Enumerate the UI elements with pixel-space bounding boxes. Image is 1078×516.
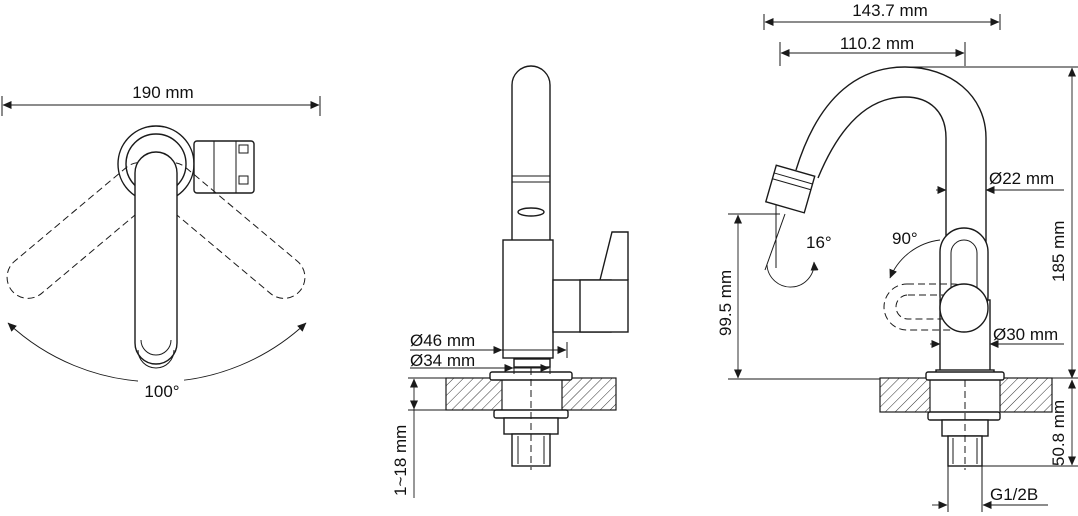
spout-height-label: 99.5 mm xyxy=(716,270,735,336)
top-width-label: 190 mm xyxy=(132,83,193,102)
spout-angle-arc xyxy=(766,261,819,288)
front-body xyxy=(502,239,554,359)
overall-reach-label: 143.7 mm xyxy=(852,1,928,20)
spout-center xyxy=(134,151,178,365)
top-view: 190 mm 100° xyxy=(1,83,321,401)
spout-reach-label: 110.2 mm xyxy=(840,34,914,53)
front-dia-outer-label: Ø46 mm xyxy=(410,331,475,350)
swing-angle-label: 100° xyxy=(144,382,179,401)
lever-housing xyxy=(193,140,255,194)
side-fixing-nut xyxy=(927,411,1001,421)
spout-dia-label: Ø22 mm xyxy=(989,169,1054,188)
shank-length-label: 50.8 mm xyxy=(1049,400,1068,466)
front-spout xyxy=(511,65,551,240)
side-countertop-right xyxy=(999,377,1053,413)
side-countertop-left xyxy=(879,377,931,413)
front-countertop-left xyxy=(445,377,503,411)
lever-angle-label: 90° xyxy=(892,229,918,248)
gooseneck-spout-outer xyxy=(795,66,987,340)
spout-tip xyxy=(764,164,816,214)
total-height-label: 185 mm xyxy=(1049,221,1068,282)
side-view: 143.7 mm 110.2 mm Ø22 mm 16° xyxy=(716,1,1078,512)
spout-angle-label: 16° xyxy=(806,233,832,252)
body-dia-label: Ø30 mm xyxy=(993,325,1058,344)
front-dia-inner-label: Ø34 mm xyxy=(410,351,475,370)
front-countertop-right xyxy=(561,377,617,411)
front-lever-handle xyxy=(599,231,629,281)
lever-angle-arc xyxy=(889,239,941,279)
gooseneck-spout-inner xyxy=(817,96,947,340)
thread-label: G1/2B xyxy=(990,485,1038,504)
front-view: Ø46 mm Ø34 mm 1~18 mm xyxy=(391,65,629,498)
side-cartridge xyxy=(939,283,989,333)
front-spout-aerator xyxy=(517,207,545,217)
thickness-label: 1~18 mm xyxy=(391,425,410,496)
